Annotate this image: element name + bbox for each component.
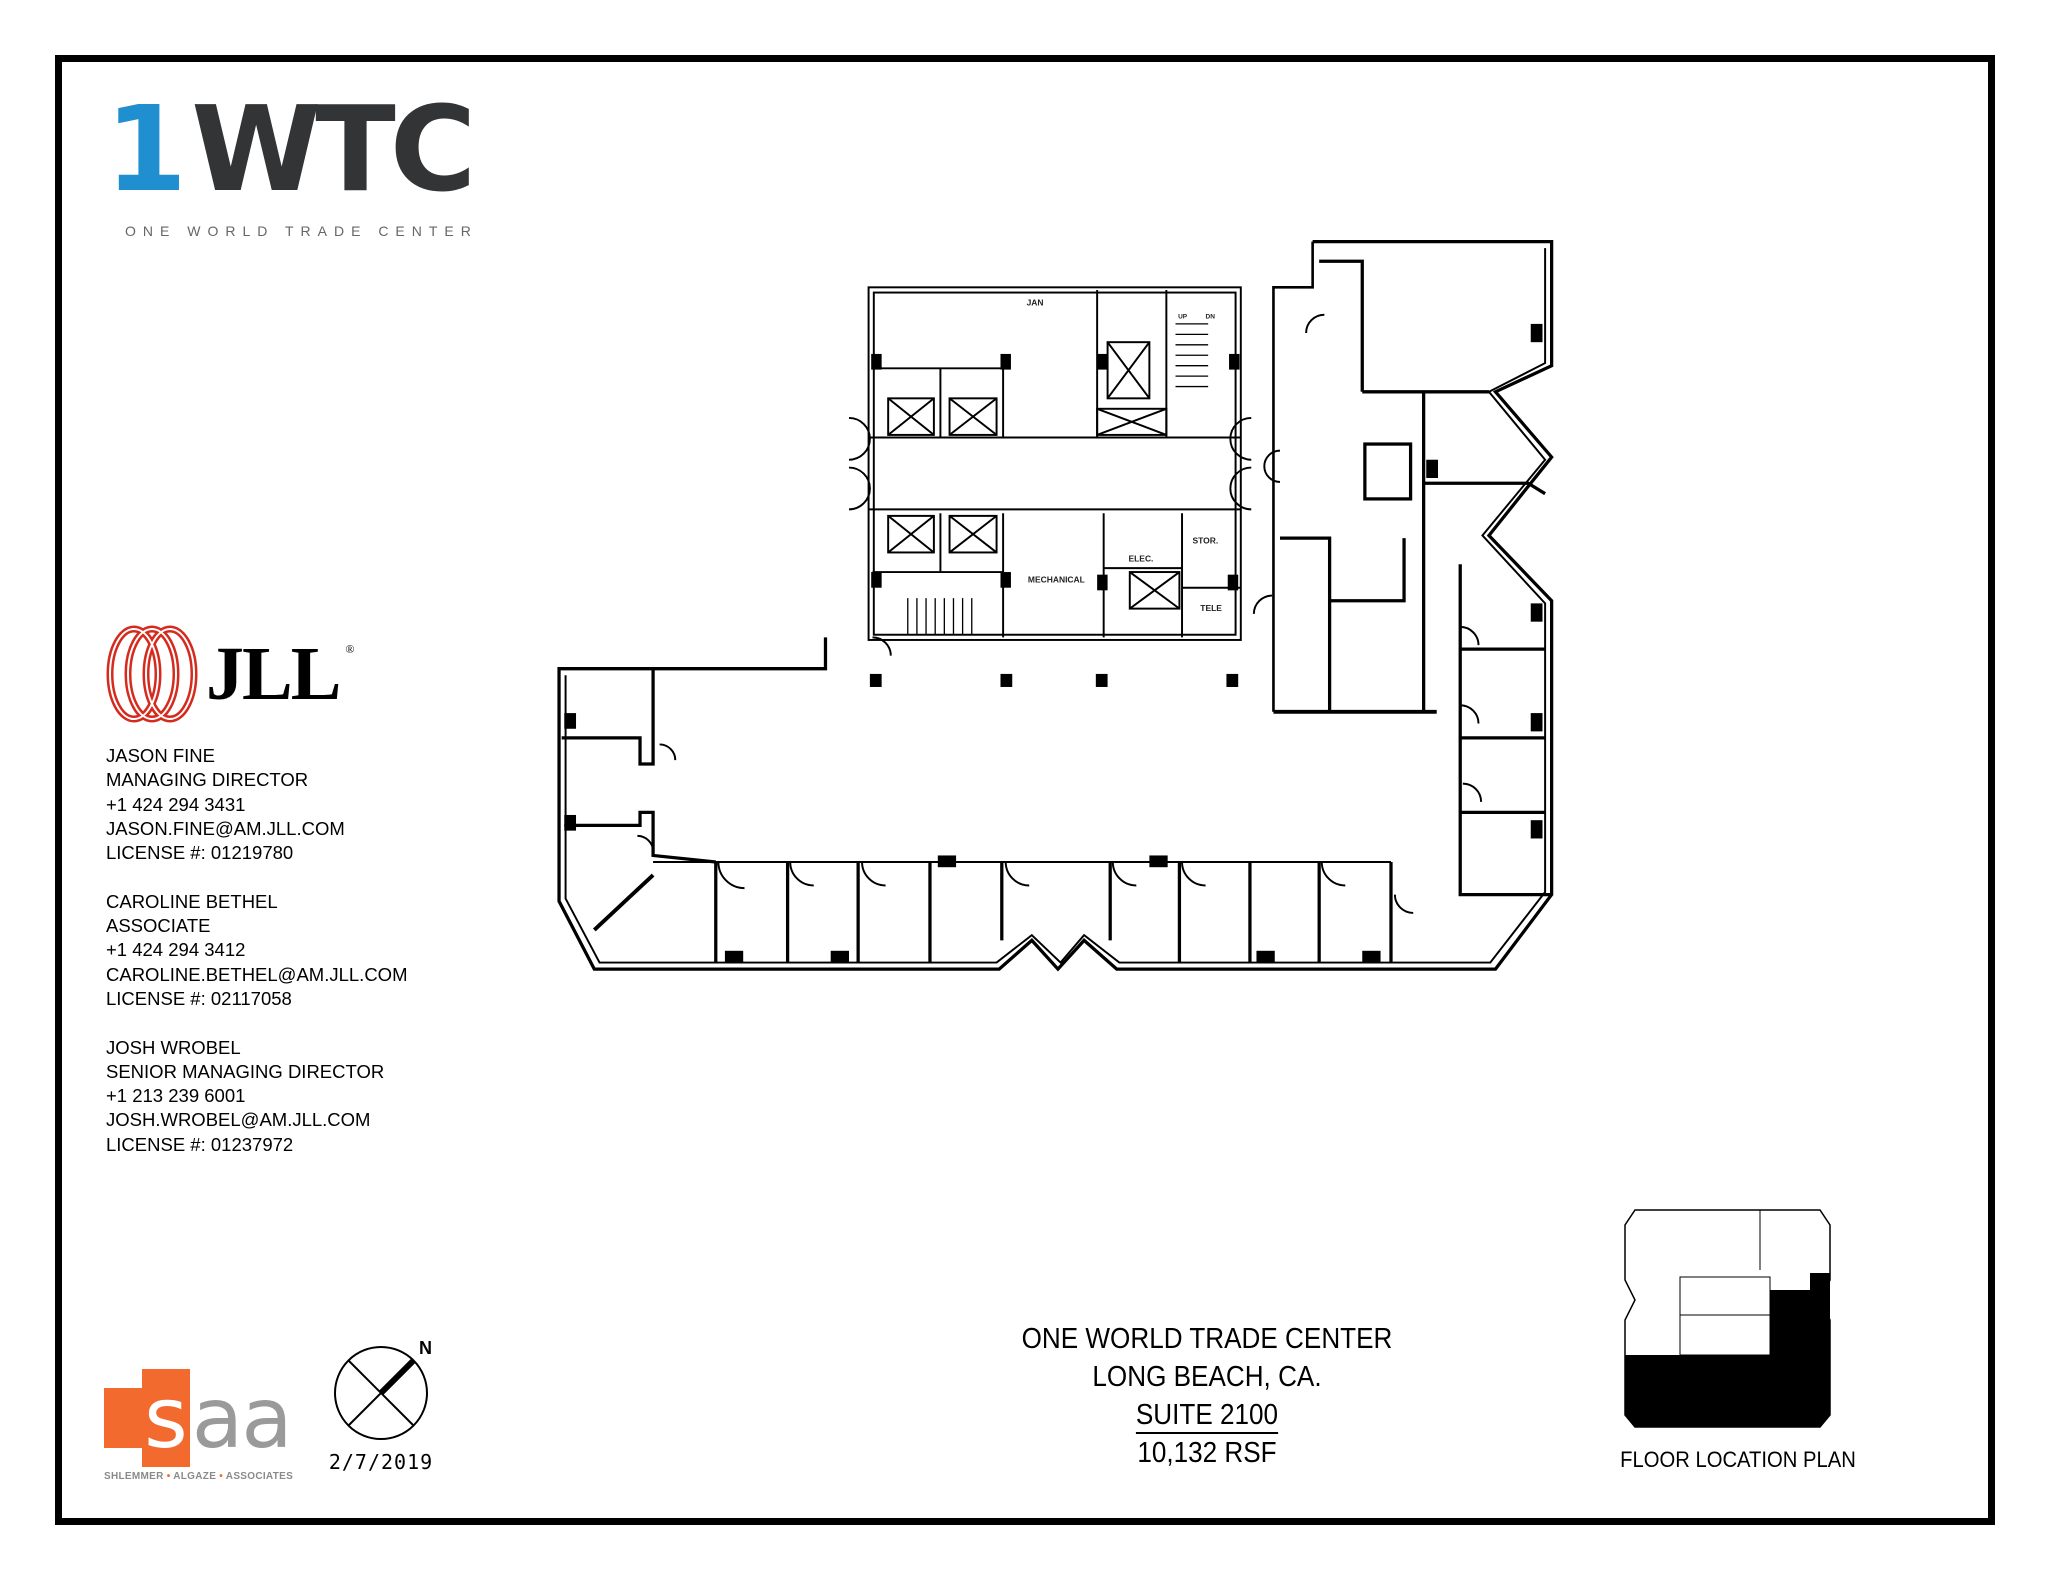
wtc-logo: 1WTC ONE WORLD TRADE CENTER [105,78,525,240]
stair-label-up: UP [1178,314,1188,321]
contact-title: ASSOCIATE [106,915,211,937]
north-arrow-icon: N [334,1338,432,1440]
contact-phone: +1 424 294 3431 [106,793,246,815]
contact-email: JOSH.WROBEL@AM.JLL.COM [106,1109,371,1131]
contact-name: JOSH WROBEL [106,1036,241,1058]
contact-title: MANAGING DIRECTOR [106,769,309,791]
building-name: ONE WORLD TRADE CENTER [1021,1323,1393,1355]
floor-location-plan-label: FLOOR LOCATION PLAN [1620,1447,1856,1472]
north-label: N [419,1338,432,1358]
contact-list: JASON FINE MANAGING DIRECTOR +1 424 294 … [106,744,407,1181]
contact-phone: +1 213 239 6001 [106,1085,246,1107]
saa-logo: saa SHLEMMER • ALGAZE • ASSOCIATES [104,1368,324,1483]
saa-logo-s: s [142,1369,190,1467]
contact-email: JASON.FINE@AM.JLL.COM [106,817,345,839]
room-label-jan: JAN [1027,298,1044,308]
wtc-logo-one: 1 [105,80,188,218]
room-label-stor: STOR. [1192,535,1218,545]
contact-license: LICENSE #: 02117058 [106,987,292,1009]
wtc-logo-letters: WTC [191,80,476,218]
saa-logo-block [104,1388,142,1448]
contact-josh-wrobel: JOSH WROBEL SENIOR MANAGING DIRECTOR +1 … [106,1036,407,1157]
room-label-mechanical: MECHANICAL [1028,574,1085,584]
floor-plan-walls [557,239,1554,972]
registered-mark: ® [345,642,355,656]
suite-number: SUITE 2100 [1135,1398,1279,1434]
structural-columns [564,323,1543,963]
contact-caroline-bethel: CAROLINE BETHEL ASSOCIATE +1 424 294 341… [106,890,407,1011]
building-city: LONG BEACH, CA. [1092,1361,1322,1393]
contact-license: LICENSE #: 01219780 [106,842,294,864]
contact-phone: +1 424 294 3412 [106,939,246,961]
stair-label-dn: DN [1206,314,1216,321]
contact-title: SENIOR MANAGING DIRECTOR [106,1060,385,1082]
contact-email: CAROLINE.BETHEL@AM.JLL.COM [106,963,408,985]
jll-rings-icon [106,625,198,723]
jll-logo: JLL ® [104,624,364,724]
contact-jason-fine: JASON FINE MANAGING DIRECTOR +1 424 294 … [106,744,407,865]
contact-name: CAROLINE BETHEL [106,890,278,912]
contact-name: JASON FINE [106,745,215,766]
floor-location-plan [1624,1209,1831,1428]
room-label-tele: TELE [1200,603,1222,613]
room-label-elec: ELEC. [1128,554,1153,564]
saa-logo-subtitle: SHLEMMER • ALGAZE • ASSOCIATES [104,1471,294,1482]
title-block: ONE WORLD TRADE CENTER LONG BEACH, CA. S… [982,1320,1432,1472]
saa-logo-aa: aa [191,1369,293,1467]
jll-logo-text: JLL [206,632,341,716]
contact-license: LICENSE #: 01237972 [106,1133,294,1155]
wtc-logo-subtitle: ONE WORLD TRADE CENTER [125,223,478,239]
suite-area: 10,132 RSF [1137,1437,1277,1469]
page-border [55,55,1995,1525]
plan-date: 2/7/2019 [328,1450,434,1474]
